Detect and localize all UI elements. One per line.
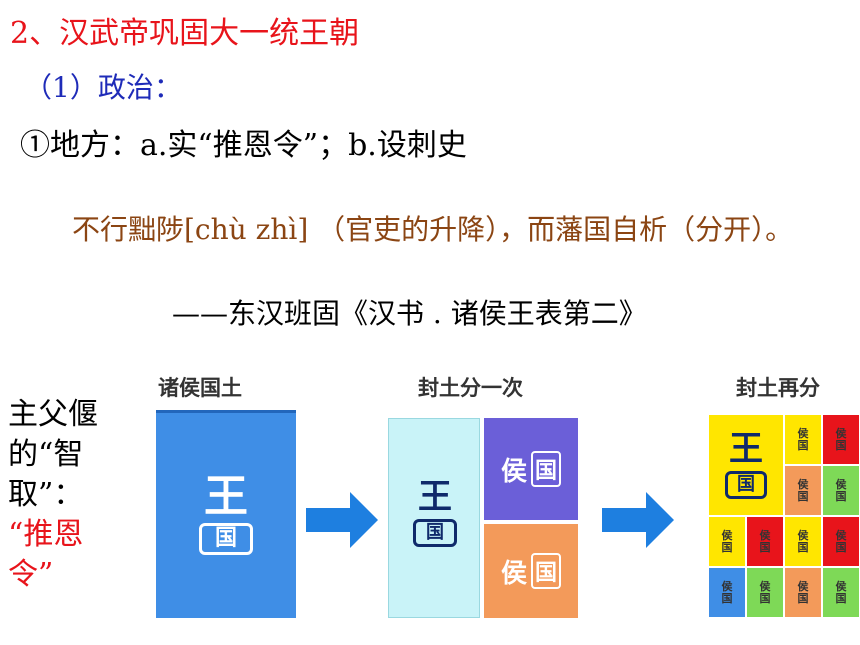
marquis-char: 侯 [721, 579, 733, 593]
marquis-kingdom: 国 [797, 438, 809, 452]
stage3-marquis-cell: 侯国 [784, 516, 822, 567]
stage2-marquis-top-char: 侯 [500, 456, 527, 487]
stage2-marquis-top-kingdom: 国 [531, 451, 562, 487]
stage2-king-symbol: 王 国 [405, 479, 465, 547]
stage3-grid: 王 国 侯国 侯国 侯国 侯国 侯国 侯国 侯国 侯国 侯国 侯国 侯国 侯国 [708, 414, 860, 618]
stage1-label: 诸侯国土 [158, 376, 242, 400]
stage3-marquis-cell: 侯国 [708, 567, 746, 618]
stage2-marquis-top: 侯 国 [484, 418, 578, 520]
stage1-king-symbol: 王 国 [194, 475, 258, 555]
marquis-kingdom: 国 [835, 438, 847, 452]
stage3-marquis-cell: 侯国 [746, 516, 784, 567]
marquis-char: 侯 [835, 426, 847, 440]
marquis-kingdom: 国 [835, 591, 847, 605]
stage1-kingdom-block: 王 国 [156, 410, 296, 618]
marquis-char: 侯 [721, 528, 733, 542]
stage3-marquis-cell: 侯国 [708, 516, 746, 567]
marquis-char: 侯 [797, 477, 809, 491]
marquis-kingdom: 国 [721, 540, 733, 554]
marquis-kingdom: 国 [797, 489, 809, 503]
marquis-kingdom: 国 [835, 540, 847, 554]
side-note-line2: “推恩令” [8, 517, 84, 592]
marquis-char: 侯 [835, 579, 847, 593]
stage3-marquis-cell: 侯国 [784, 567, 822, 618]
point-local: ①地方：a.实“推恩令”；b.设刺史 [20, 128, 467, 163]
marquis-char: 侯 [797, 528, 809, 542]
stage3-marquis-cell: 侯国 [822, 567, 860, 618]
marquis-char: 侯 [797, 426, 809, 440]
marquis-kingdom: 国 [797, 540, 809, 554]
marquis-kingdom: 国 [759, 591, 771, 605]
stage1-kingdom-char: 国 [199, 523, 253, 555]
subheading-politics: （1）政治： [24, 71, 182, 104]
arrow-right-icon [306, 492, 378, 548]
historical-quote: 不行黜陟[chù zhì] （官吏的升降），而藩国自析（分开）。 [72, 213, 794, 246]
stage3-marquis-cell: 侯国 [822, 414, 860, 465]
marquis-kingdom: 国 [835, 489, 847, 503]
stage2-marquis-bottom: 侯 国 [484, 524, 578, 618]
stage3-king-char: 王 [729, 429, 763, 469]
marquis-char: 侯 [835, 477, 847, 491]
stage3-kingdom-char: 国 [725, 471, 767, 499]
stage2-marquis-bottom-kingdom: 国 [531, 553, 562, 589]
marquis-kingdom: 国 [721, 591, 733, 605]
marquis-kingdom: 国 [797, 591, 809, 605]
stage3-king-cell: 王 国 [708, 414, 784, 516]
stage3-marquis-cell: 侯国 [746, 567, 784, 618]
side-note: 主父偃的“智取”： “推恩令” [8, 395, 118, 595]
stage2-king-char: 王 [418, 477, 452, 517]
marquis-char: 侯 [797, 579, 809, 593]
marquis-char: 侯 [759, 579, 771, 593]
marquis-kingdom: 国 [759, 540, 771, 554]
stage2-label: 封土分一次 [418, 376, 523, 400]
stage2-kingdom-block: 王 国 [388, 418, 480, 618]
stage1-king-char: 王 [204, 471, 248, 522]
stage2-marquis-bottom-char: 侯 [500, 558, 527, 589]
quote-source: ——东汉班固《汉书 . 诸侯王表第二》 [172, 297, 647, 330]
marquis-char: 侯 [759, 528, 771, 542]
marquis-char: 侯 [835, 528, 847, 542]
stage3-label: 封土再分 [736, 376, 820, 400]
stage3-marquis-cell: 侯国 [784, 414, 822, 465]
section-heading: 2、汉武帝巩固大一统王朝 [10, 16, 360, 51]
arrow-right-icon [602, 492, 674, 548]
stage3-marquis-cell: 侯国 [822, 465, 860, 516]
side-note-line1: 主父偃的“智取”： [8, 397, 98, 512]
stage2-kingdom-char: 国 [413, 519, 457, 547]
stage3-marquis-cell: 侯国 [822, 516, 860, 567]
stage3-marquis-cell: 侯国 [784, 465, 822, 516]
